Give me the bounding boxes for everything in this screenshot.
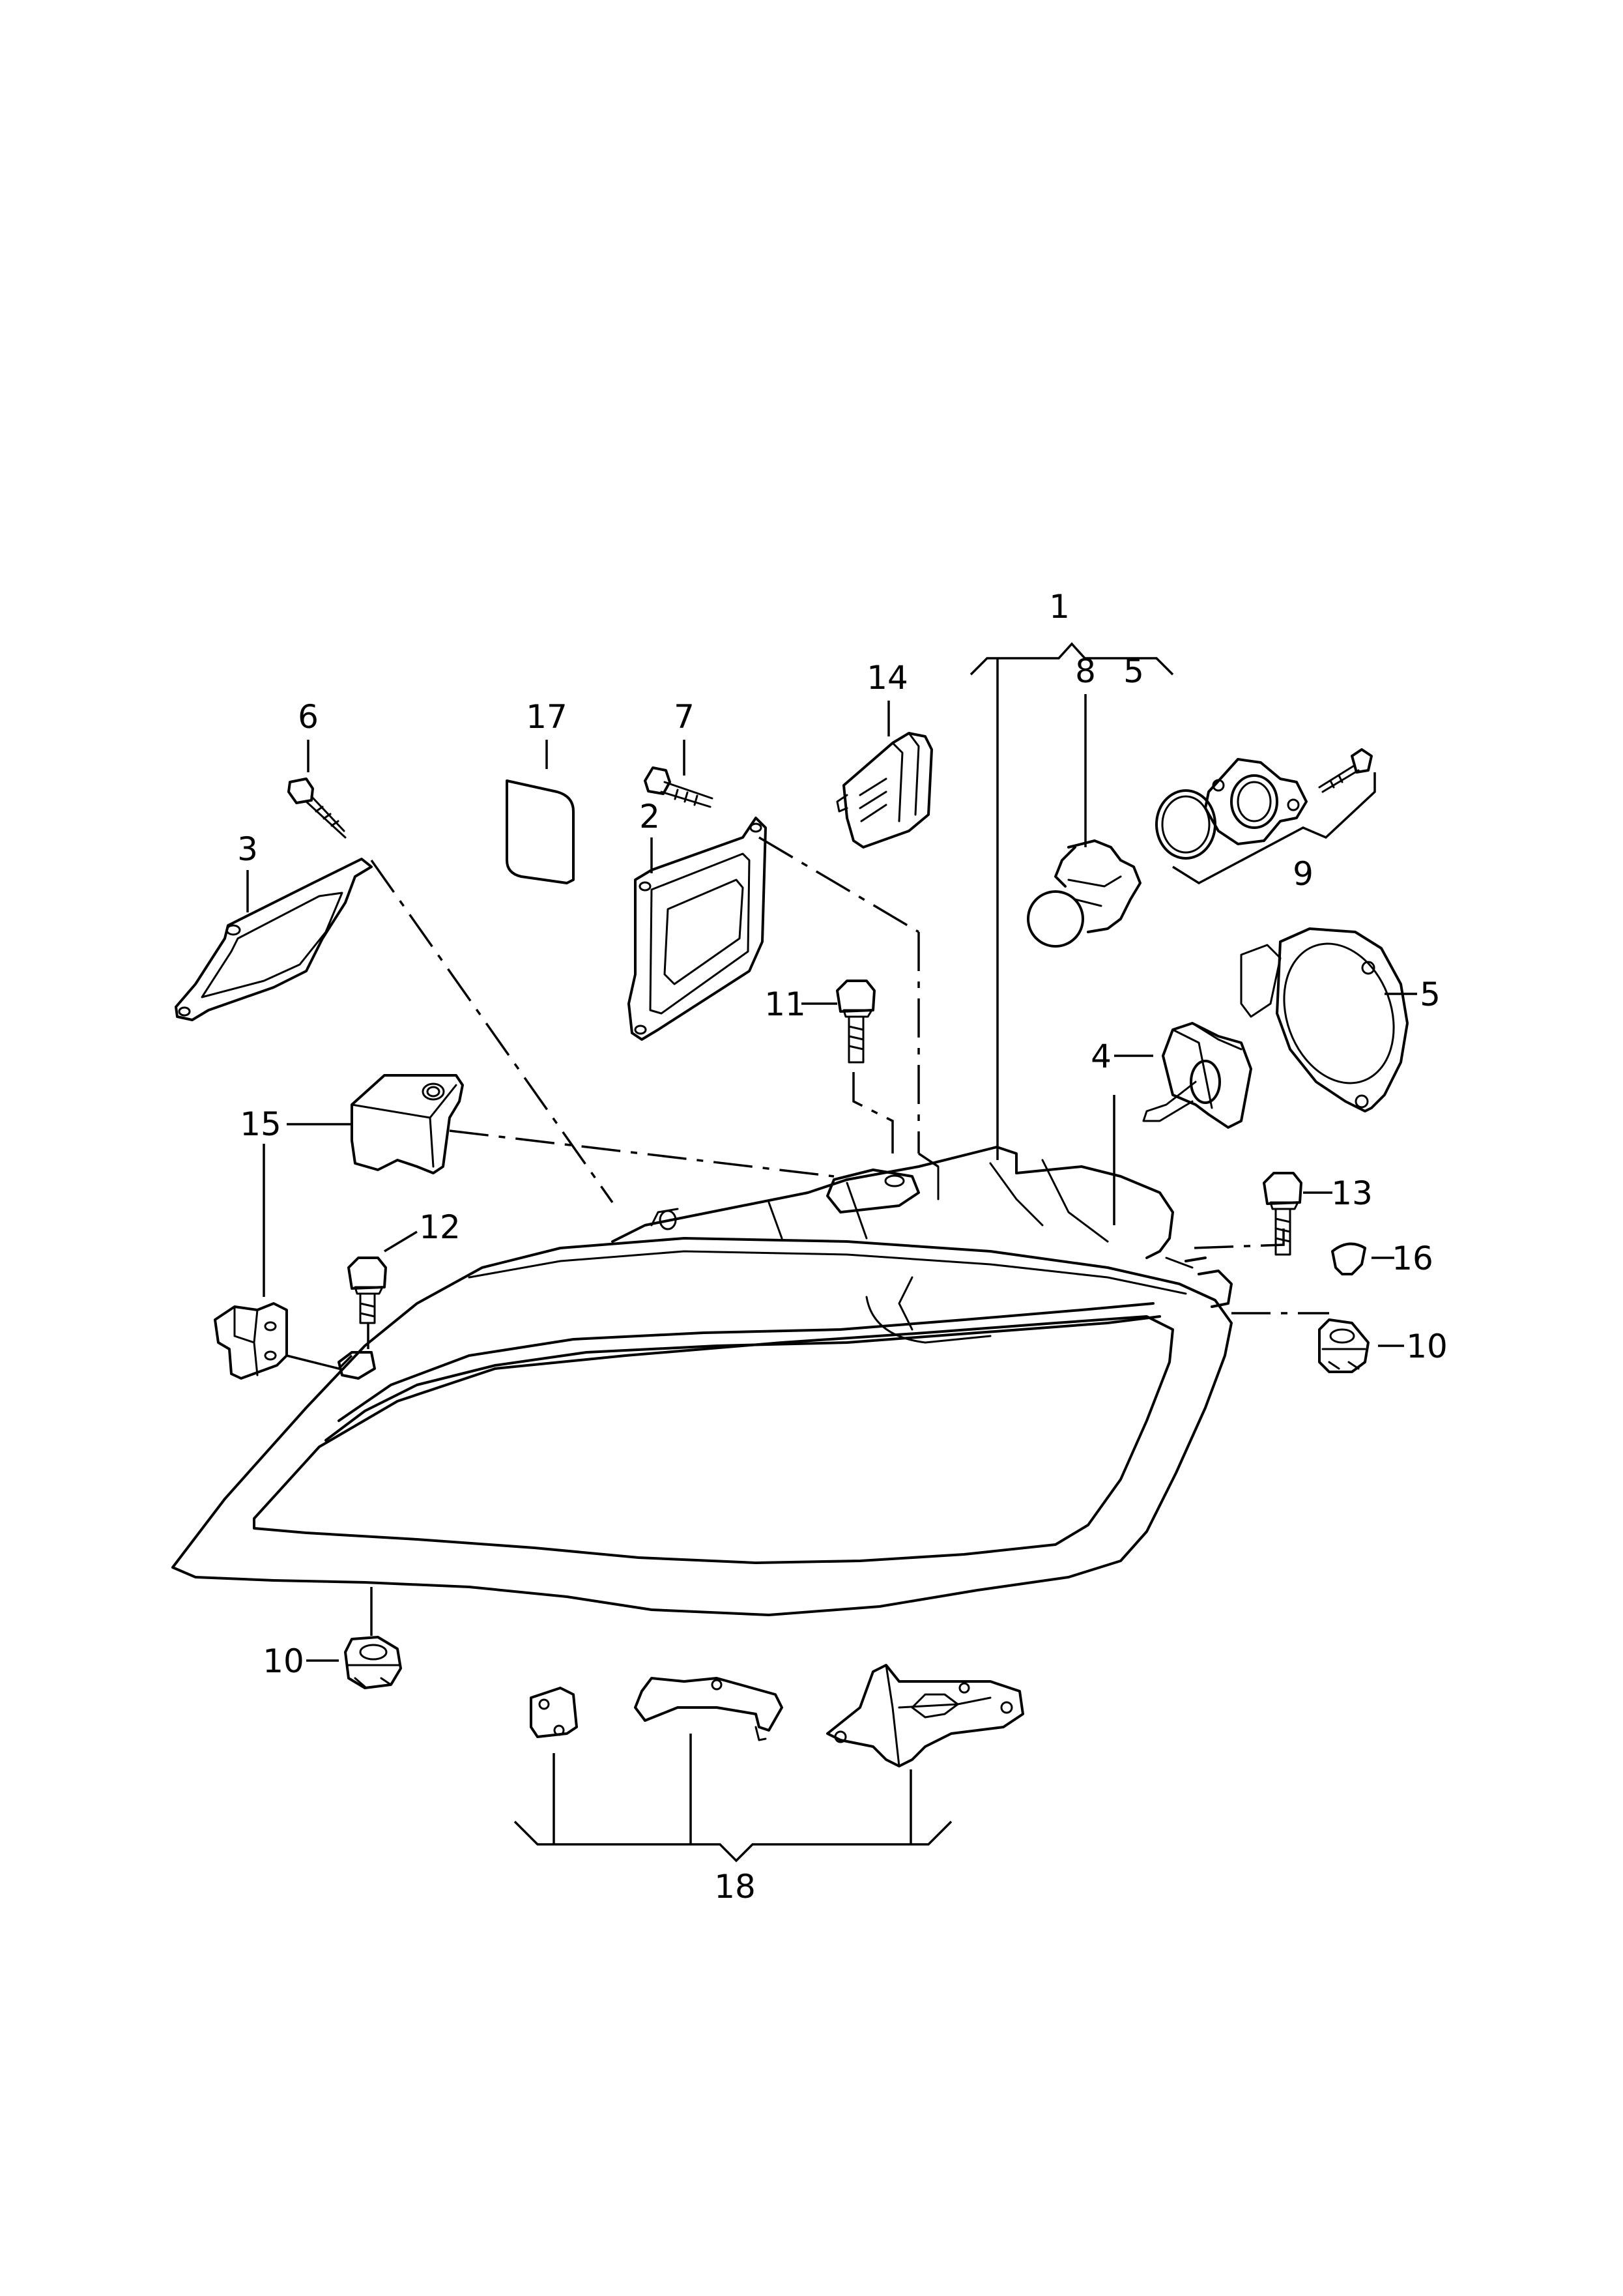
bracket-part-18-small[interactable] xyxy=(530,1687,578,1738)
bulb-part-8[interactable] xyxy=(1027,839,1142,948)
callout-11: 11 xyxy=(764,985,806,1023)
plug-part-16[interactable] xyxy=(1331,1242,1366,1275)
socket-part-9[interactable] xyxy=(1204,758,1308,845)
bracket-part-15[interactable] xyxy=(351,1074,464,1174)
callout-4: 4 xyxy=(1091,1038,1112,1075)
callout-10-right: 10 xyxy=(1406,1328,1448,1365)
callout-9: 9 xyxy=(1293,855,1314,893)
callout-12: 12 xyxy=(419,1208,461,1246)
callout-2: 2 xyxy=(639,798,660,836)
connector-part-14[interactable] xyxy=(836,732,933,849)
headlight-housing[interactable] xyxy=(171,1146,1233,1616)
callout-14: 14 xyxy=(867,659,908,697)
callout-3: 3 xyxy=(237,830,258,868)
label-part-17[interactable] xyxy=(506,779,575,884)
xenon-bulb-part-4[interactable] xyxy=(1142,1022,1252,1129)
screw-part-12[interactable] xyxy=(347,1257,387,1324)
callout-16: 16 xyxy=(1392,1240,1433,1277)
callout-18: 18 xyxy=(714,1868,756,1906)
cover-cap-part-5[interactable] xyxy=(1240,927,1413,1112)
leader-lines xyxy=(246,642,1417,1863)
clip-nut-part-10-left[interactable] xyxy=(344,1636,402,1689)
bracket-part-18-middle[interactable] xyxy=(634,1677,783,1741)
screw-part-7[interactable] xyxy=(644,766,713,808)
screw-part-13[interactable] xyxy=(1263,1172,1302,1256)
callout-labels: 1 8 5 14 6 17 7 2 3 9 5 11 4 15 13 12 16… xyxy=(237,588,1448,1906)
cover-part-3[interactable] xyxy=(175,858,373,1021)
callout-5-top: 5 xyxy=(1123,652,1144,690)
callout-7: 7 xyxy=(674,698,695,736)
callout-10-left: 10 xyxy=(263,1642,304,1680)
callout-15: 15 xyxy=(240,1105,281,1143)
screw-part-11[interactable] xyxy=(836,980,876,1064)
callout-6: 6 xyxy=(298,698,319,736)
callout-8: 8 xyxy=(1075,652,1096,690)
callout-17: 17 xyxy=(526,698,567,736)
bracket-part-18-large[interactable] xyxy=(826,1664,1024,1767)
callout-1: 1 xyxy=(1049,588,1070,626)
clip-nut-part-10-right[interactable] xyxy=(1318,1318,1370,1373)
clip-small[interactable] xyxy=(338,1351,376,1380)
control-module-part-2[interactable] xyxy=(627,817,767,1041)
callout-13: 13 xyxy=(1331,1174,1373,1212)
clip-part-15[interactable] xyxy=(214,1302,288,1380)
callout-5-right: 5 xyxy=(1420,976,1441,1013)
screw-part-6[interactable] xyxy=(287,777,347,839)
screw-part-9[interactable] xyxy=(1318,748,1373,793)
